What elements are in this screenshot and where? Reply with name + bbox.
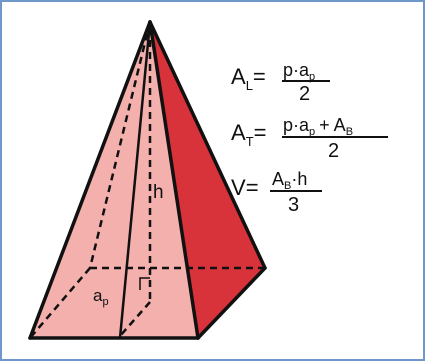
pyramid-edge-left: [28, 20, 152, 340]
svg-text:3: 3: [288, 194, 299, 216]
label-apothem: ap: [93, 286, 109, 308]
label-height: h: [153, 182, 164, 203]
base-edge-right: [196, 266, 267, 340]
svg-text:V=: V=: [231, 175, 259, 200]
base-apothem-line: [119, 301, 151, 337]
svg-text:AB·h: AB·h: [272, 169, 307, 192]
pyramid-edge-front-right: [148, 20, 200, 340]
svg-text:p·ap+AB: p·ap+AB: [283, 115, 353, 138]
hidden-edge-back-left: [88, 21, 152, 269]
pyramid-right-face: [150, 22, 265, 338]
formula-total-area: AT= p·ap+AB 2: [231, 115, 388, 162]
right-angle-marker: [139, 277, 150, 290]
svg-text:2: 2: [328, 140, 339, 162]
pyramid-front-face: [30, 22, 198, 338]
svg-text:p·ap: p·ap: [283, 60, 315, 83]
hidden-base-left: [29, 267, 91, 339]
apothem-line: [118, 21, 152, 339]
formula-volume: V= AB·h 3: [231, 169, 322, 216]
pyramid-edge-right: [148, 20, 267, 270]
formula-lateral-area: AL= p·ap 2: [231, 60, 330, 105]
svg-text:AT=: AT=: [231, 120, 267, 149]
svg-text:2: 2: [299, 83, 310, 105]
svg-text:AL=: AL=: [231, 64, 266, 93]
